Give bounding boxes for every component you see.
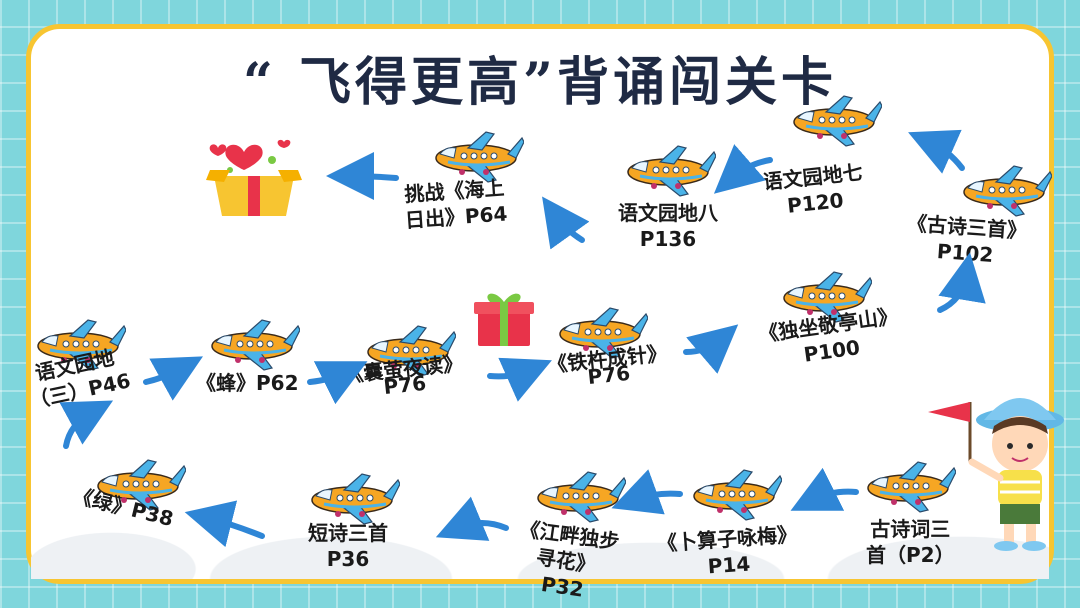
arrow-icon <box>208 518 262 536</box>
arrow-icon <box>310 372 346 382</box>
arrow-icon <box>940 276 966 310</box>
arrow-icon <box>732 160 770 178</box>
kid-with-flag-icon <box>920 382 1070 552</box>
arrow-icon <box>66 412 92 446</box>
arrow-icon <box>458 523 506 528</box>
arrow-icon <box>490 370 530 376</box>
gift-box-icon <box>204 130 304 222</box>
arrow-icon <box>812 492 856 500</box>
arrow-icon <box>350 176 396 178</box>
arrow-icon <box>556 216 582 240</box>
arrow-icon <box>686 340 720 352</box>
arrow-icon <box>146 368 182 382</box>
arrow-icon <box>930 142 962 168</box>
arrow-icon <box>634 494 680 500</box>
present-icon <box>472 286 536 350</box>
